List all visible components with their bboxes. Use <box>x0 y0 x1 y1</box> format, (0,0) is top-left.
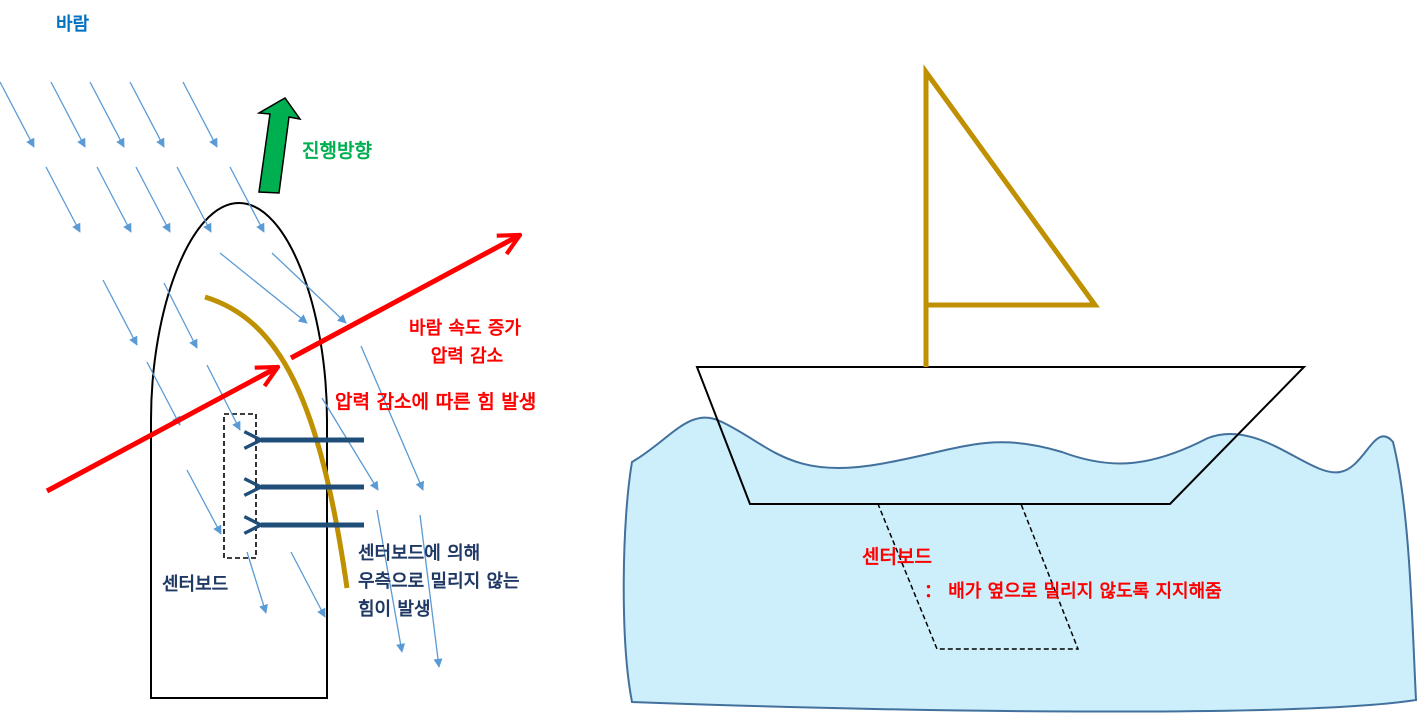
centerboard-label-left: 센터보드 <box>162 574 228 595</box>
wind-arrows <box>0 81 443 668</box>
side-force-arrows <box>261 440 364 525</box>
centerboard-force-line-1: 센터보드에 의해 <box>358 543 480 564</box>
boat-hull <box>695 366 1307 505</box>
direction-label: 진행방향 <box>302 140 372 162</box>
sail-curve <box>204 294 350 589</box>
centerboard-force-line-2: 우측으로 밀리지 않는 <box>358 571 520 592</box>
water <box>622 416 1418 713</box>
force-from-pressure-label: 압력 감소에 따른 힘 발생 <box>335 391 536 413</box>
centerboard <box>876 503 1080 650</box>
centerboard-force-line-3: 힘이 발생 <box>358 599 431 620</box>
red-arrow-lower <box>45 367 278 494</box>
red-arrow-upper <box>289 235 520 361</box>
mast-and-sail <box>923 64 1100 367</box>
centerboard-description: ： 배가 옆으로 밀리지 않도록 지지해줌 <box>924 581 1222 602</box>
centerboard-label-right: 센터보드 <box>862 546 932 568</box>
speed-up-label: 바람 속도 증가 <box>409 318 521 339</box>
direction-arrow <box>256 97 302 194</box>
wind-label: 바람 <box>56 14 90 35</box>
pressure-down-label: 압력 감소 <box>431 346 504 367</box>
hull-outline <box>150 201 328 699</box>
centerboard-slot <box>223 413 257 559</box>
